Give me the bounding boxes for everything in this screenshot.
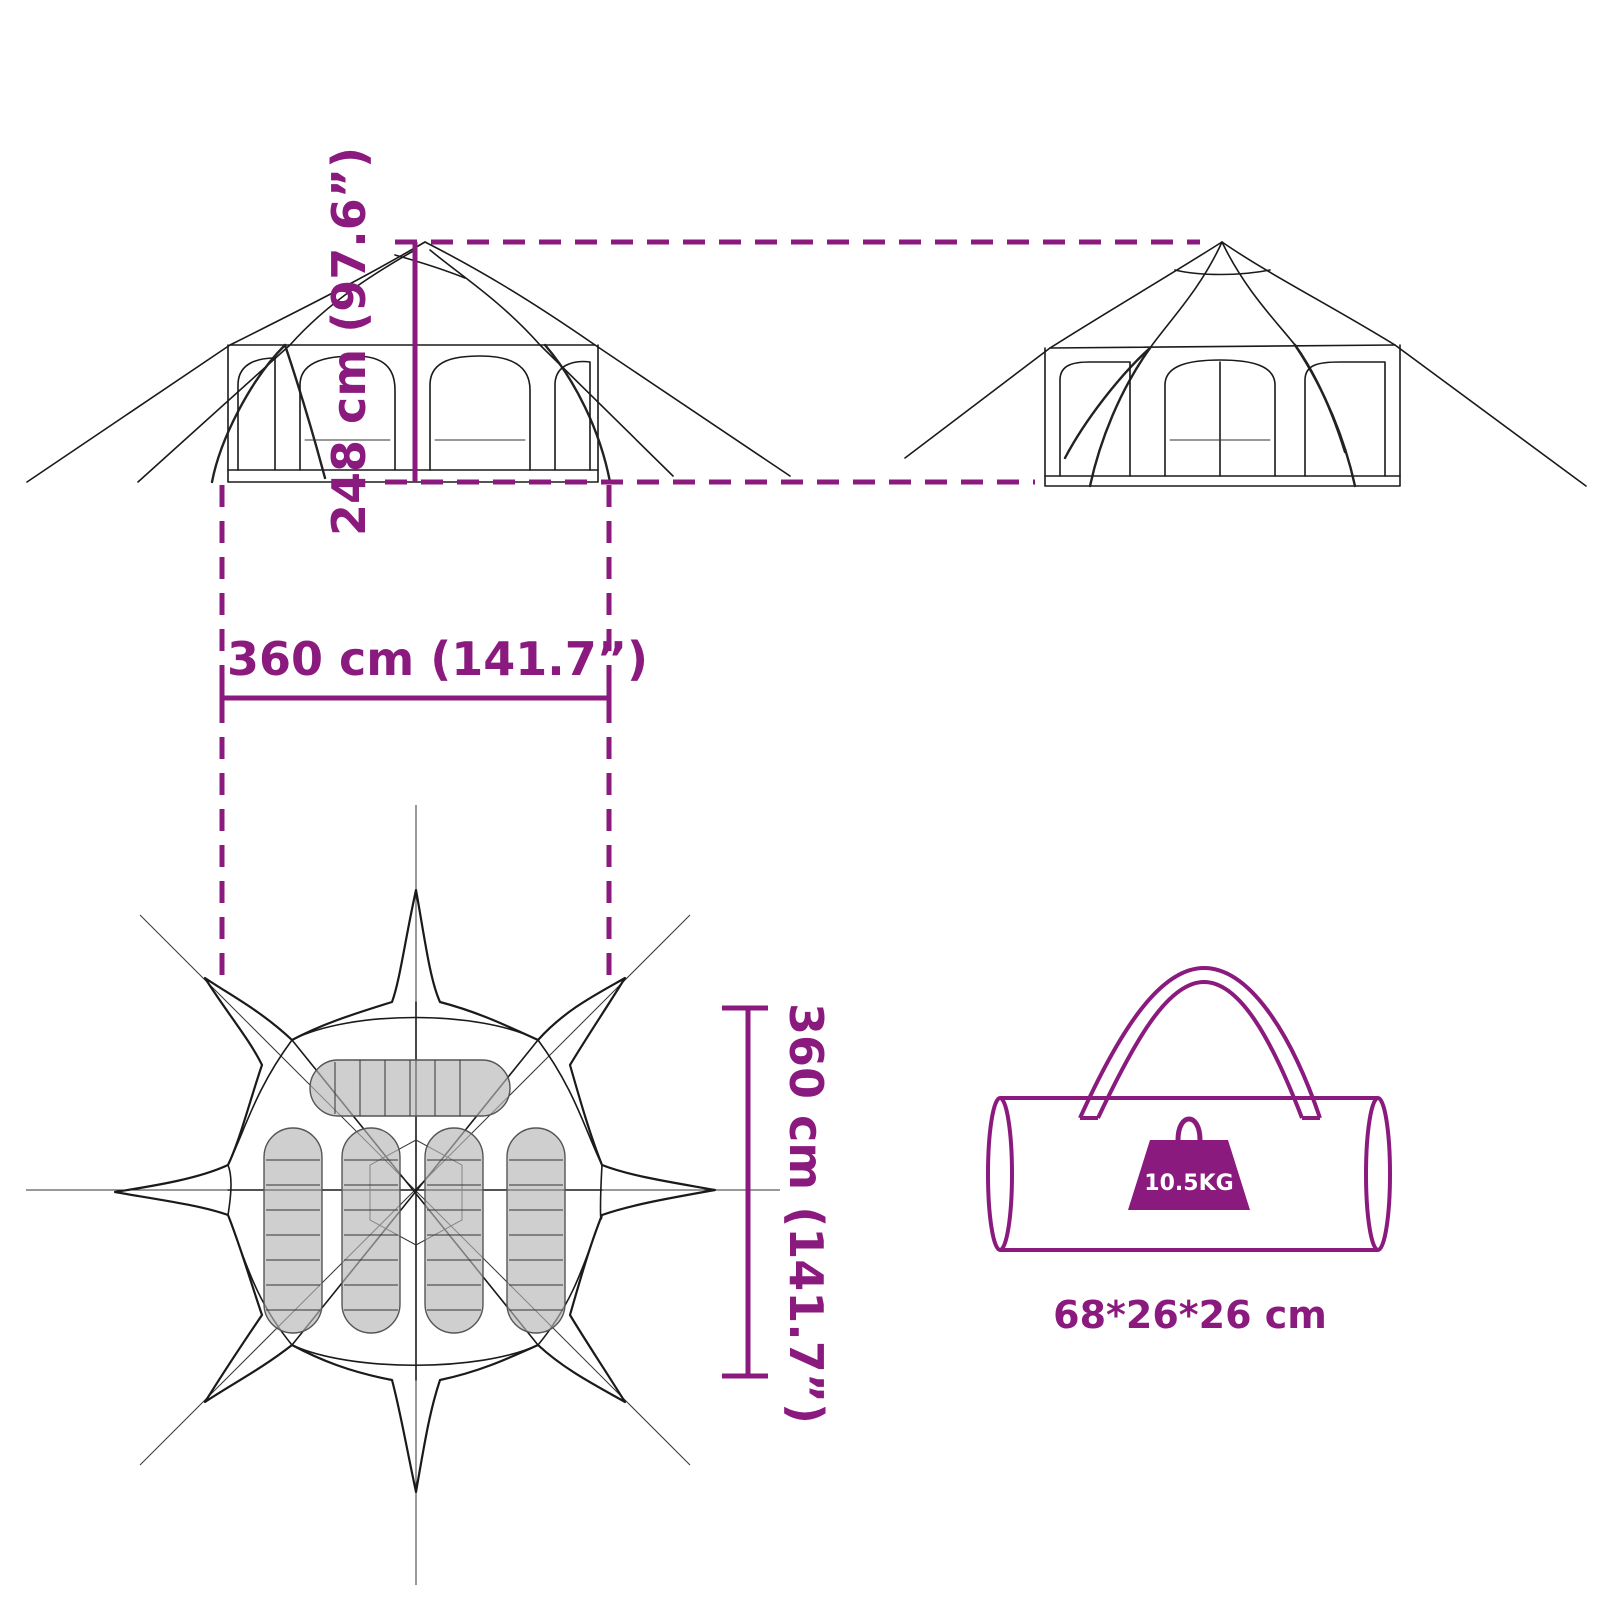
width-label: 360 cm (141.7”) <box>227 632 648 686</box>
depth-label: 360 cm (141.7”) <box>779 1003 833 1424</box>
sleeping-bag-icon <box>341 1127 401 1334</box>
dimension-lines <box>219 239 1200 1379</box>
tent-front-view <box>904 241 1587 488</box>
sleeping-bag-icon <box>424 1127 484 1334</box>
sleeping-bag-icon <box>263 1127 323 1334</box>
carry-bag-icon: 10.5KG <box>986 965 1392 1252</box>
sleeping-bag-icon <box>309 1059 511 1117</box>
weight-icon: 10.5KG <box>1128 1116 1250 1210</box>
depth-line <box>722 1005 768 1379</box>
tent-side-view <box>26 241 791 484</box>
weight-label: 10.5KG <box>1144 1171 1233 1196</box>
height-label: 248 cm (97.6”) <box>322 147 376 536</box>
width-line <box>219 682 612 716</box>
bag-size-label: 68*26*26 cm <box>1053 1293 1327 1337</box>
tent-floor-plan <box>26 805 780 1585</box>
sleeping-bag-icon <box>506 1127 566 1334</box>
sleeping-bags <box>263 1059 566 1334</box>
